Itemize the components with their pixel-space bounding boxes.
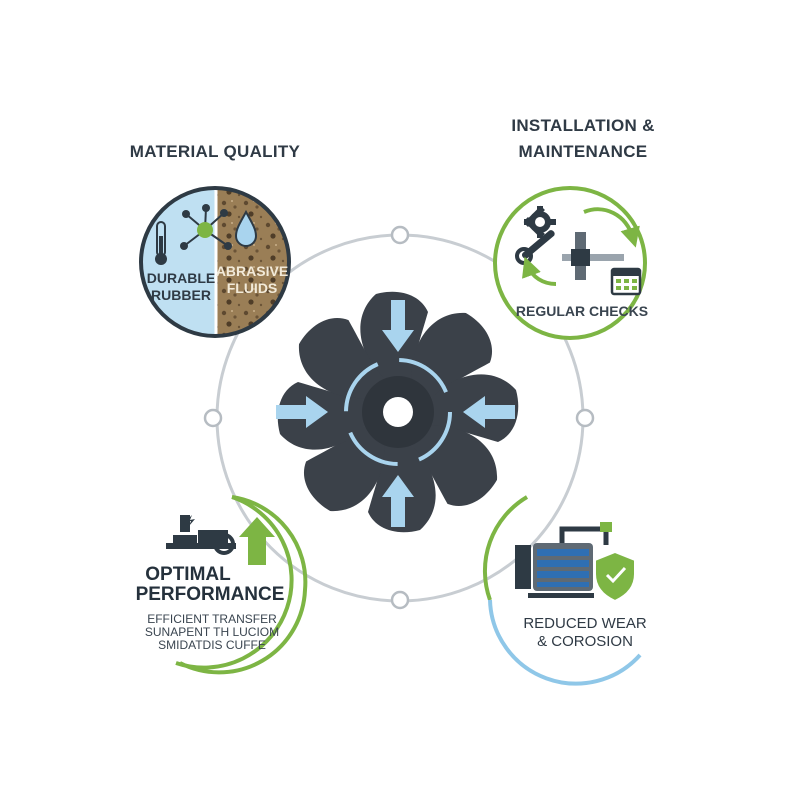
label-reduced-wear: REDUCED WEAR <box>523 615 647 632</box>
thermometer-icon <box>155 221 167 265</box>
label-abrasive: ABRASIVE <box>216 263 288 279</box>
label-durable-rubber: DURABLE <box>147 270 215 286</box>
flow-arrow-top <box>382 300 414 352</box>
maintenance-circle: REGULAR CHECKS <box>493 186 648 340</box>
shield-icon <box>594 550 636 603</box>
droplet-icon <box>234 209 258 247</box>
impeller-blade <box>410 425 498 507</box>
flow-arrow-left <box>276 396 328 428</box>
ring-node-top <box>390 225 410 245</box>
calendar-icon <box>610 267 642 296</box>
heading-installation-line1: INSTALLATION & <box>511 116 654 135</box>
label-regular-checks: REGULAR CHECKS <box>516 303 648 319</box>
label-performance: PERFORMANCE <box>136 584 285 605</box>
impeller-hub-hole <box>383 397 413 427</box>
label-efficient-transfer: EFFICIENT TRANSFER <box>147 612 277 626</box>
wear-circle: REDUCED WEAR & COROSION <box>482 495 647 686</box>
impeller-blade <box>277 382 368 450</box>
label-optimal: OPTIMAL <box>145 564 231 585</box>
label-performance-line3: SMIDATDIS CUFFE <box>158 638 266 652</box>
impeller-blade <box>303 424 385 512</box>
ring-node-right <box>575 408 595 428</box>
wrench-gear-icon <box>515 205 556 265</box>
pipe-icon <box>559 526 609 545</box>
ring-node-bottom <box>390 590 410 610</box>
molecule-icon <box>180 204 232 250</box>
up-arrow-icon <box>239 517 275 565</box>
label-durable-line1: DURABLE <box>147 270 215 286</box>
impeller-blade <box>411 312 493 400</box>
flow-arrow-bottom <box>382 475 414 527</box>
heading-installation-line2: MAINTENANCE <box>519 142 648 161</box>
impeller-blade <box>298 317 386 399</box>
pipe-valve-icon <box>562 232 624 280</box>
pump-icon <box>166 515 236 555</box>
label-corrosion: & COROSION <box>537 633 633 650</box>
material-circle: DURABLE RUBBER ABRASIVE FLUIDS <box>139 186 291 338</box>
heading-material-quality: MATERIAL QUALITY <box>130 142 301 161</box>
motor-icon <box>515 543 594 598</box>
cycle-arrow-bottom <box>522 256 557 286</box>
label-fluids: FLUIDS <box>227 280 278 296</box>
ring-node-left <box>203 408 223 428</box>
cycle-arrow-top <box>583 207 640 248</box>
flow-arrow-right <box>463 396 515 428</box>
flow-arrows <box>276 300 515 527</box>
performance-circle: OPTIMAL PERFORMANCE EFFICIENT TRANSFER S… <box>136 495 308 675</box>
cycle-arrows-icon <box>344 358 452 466</box>
label-rubber: RUBBER <box>151 287 211 303</box>
label-performance-line2: SUNAPENT TH LUCIOM <box>145 625 279 639</box>
